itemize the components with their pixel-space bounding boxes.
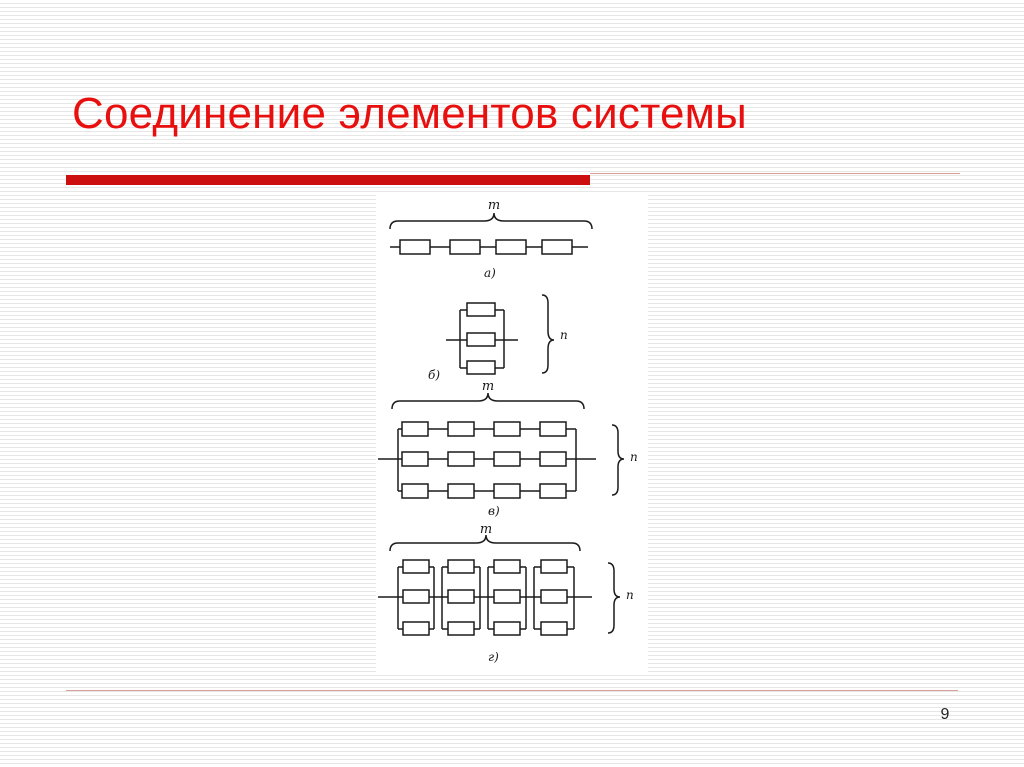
element-box (401, 421, 429, 437)
diagram-parallel-of-series: m n в) (378, 379, 638, 518)
caption-a: а) (484, 266, 496, 280)
diagram-series-of-parallel: m (378, 522, 634, 664)
label-n-c: n (630, 450, 638, 464)
connection-diagrams-figure: m а) n б) m (376, 193, 648, 674)
label-m-d: m (480, 522, 492, 537)
element-box (402, 589, 430, 604)
element-box (495, 239, 527, 255)
caption-c: в) (488, 504, 500, 518)
element-box (493, 483, 521, 499)
element-box (539, 451, 567, 467)
element-box (447, 483, 475, 499)
element-box (493, 451, 521, 467)
slide-title: Соединение элементов системы (72, 89, 747, 138)
element-box (466, 302, 496, 317)
footer-divider (66, 690, 958, 691)
brace-m-c (391, 392, 585, 410)
title-underline-thick (66, 175, 590, 185)
element-box (447, 421, 475, 437)
element-box (540, 621, 568, 636)
element-box (540, 559, 568, 574)
element-box (493, 621, 521, 636)
parallel-group-1 (397, 559, 435, 636)
brace-n-c (611, 424, 625, 496)
element-box (466, 332, 496, 347)
element-box (466, 360, 496, 375)
element-box (447, 559, 475, 574)
element-box (401, 451, 429, 467)
diagram-parallel: n б) (428, 294, 568, 382)
connection-diagrams-svg: m а) n б) m (378, 198, 638, 664)
label-m-c: m (482, 379, 494, 394)
element-box (447, 621, 475, 636)
brace-m-d (389, 534, 581, 552)
caption-d: г) (488, 650, 499, 664)
label-n-b: n (560, 328, 568, 342)
element-box (447, 589, 475, 604)
element-box (493, 559, 521, 574)
parallel-group-3 (487, 559, 527, 636)
parallel-group-2 (441, 559, 481, 636)
caption-b: б) (428, 368, 440, 382)
element-box (402, 559, 430, 574)
element-box (541, 239, 573, 255)
brace-n-d (607, 562, 621, 634)
element-box (399, 239, 431, 255)
element-box (493, 421, 521, 437)
brace-m-a (389, 212, 593, 230)
label-n-d: n (626, 588, 634, 602)
title-underline-thin (590, 173, 960, 174)
diagram-series: m а) (389, 198, 593, 280)
element-box (401, 483, 429, 499)
page-number: 9 (940, 706, 950, 723)
element-box (449, 239, 481, 255)
element-box (539, 421, 567, 437)
element-box (402, 621, 430, 636)
label-m-a: m (488, 198, 500, 213)
brace-n-b (541, 294, 555, 374)
parallel-group-4 (533, 559, 575, 636)
element-box (447, 451, 475, 467)
element-box (493, 589, 521, 604)
element-box (539, 483, 567, 499)
element-box (540, 589, 568, 604)
